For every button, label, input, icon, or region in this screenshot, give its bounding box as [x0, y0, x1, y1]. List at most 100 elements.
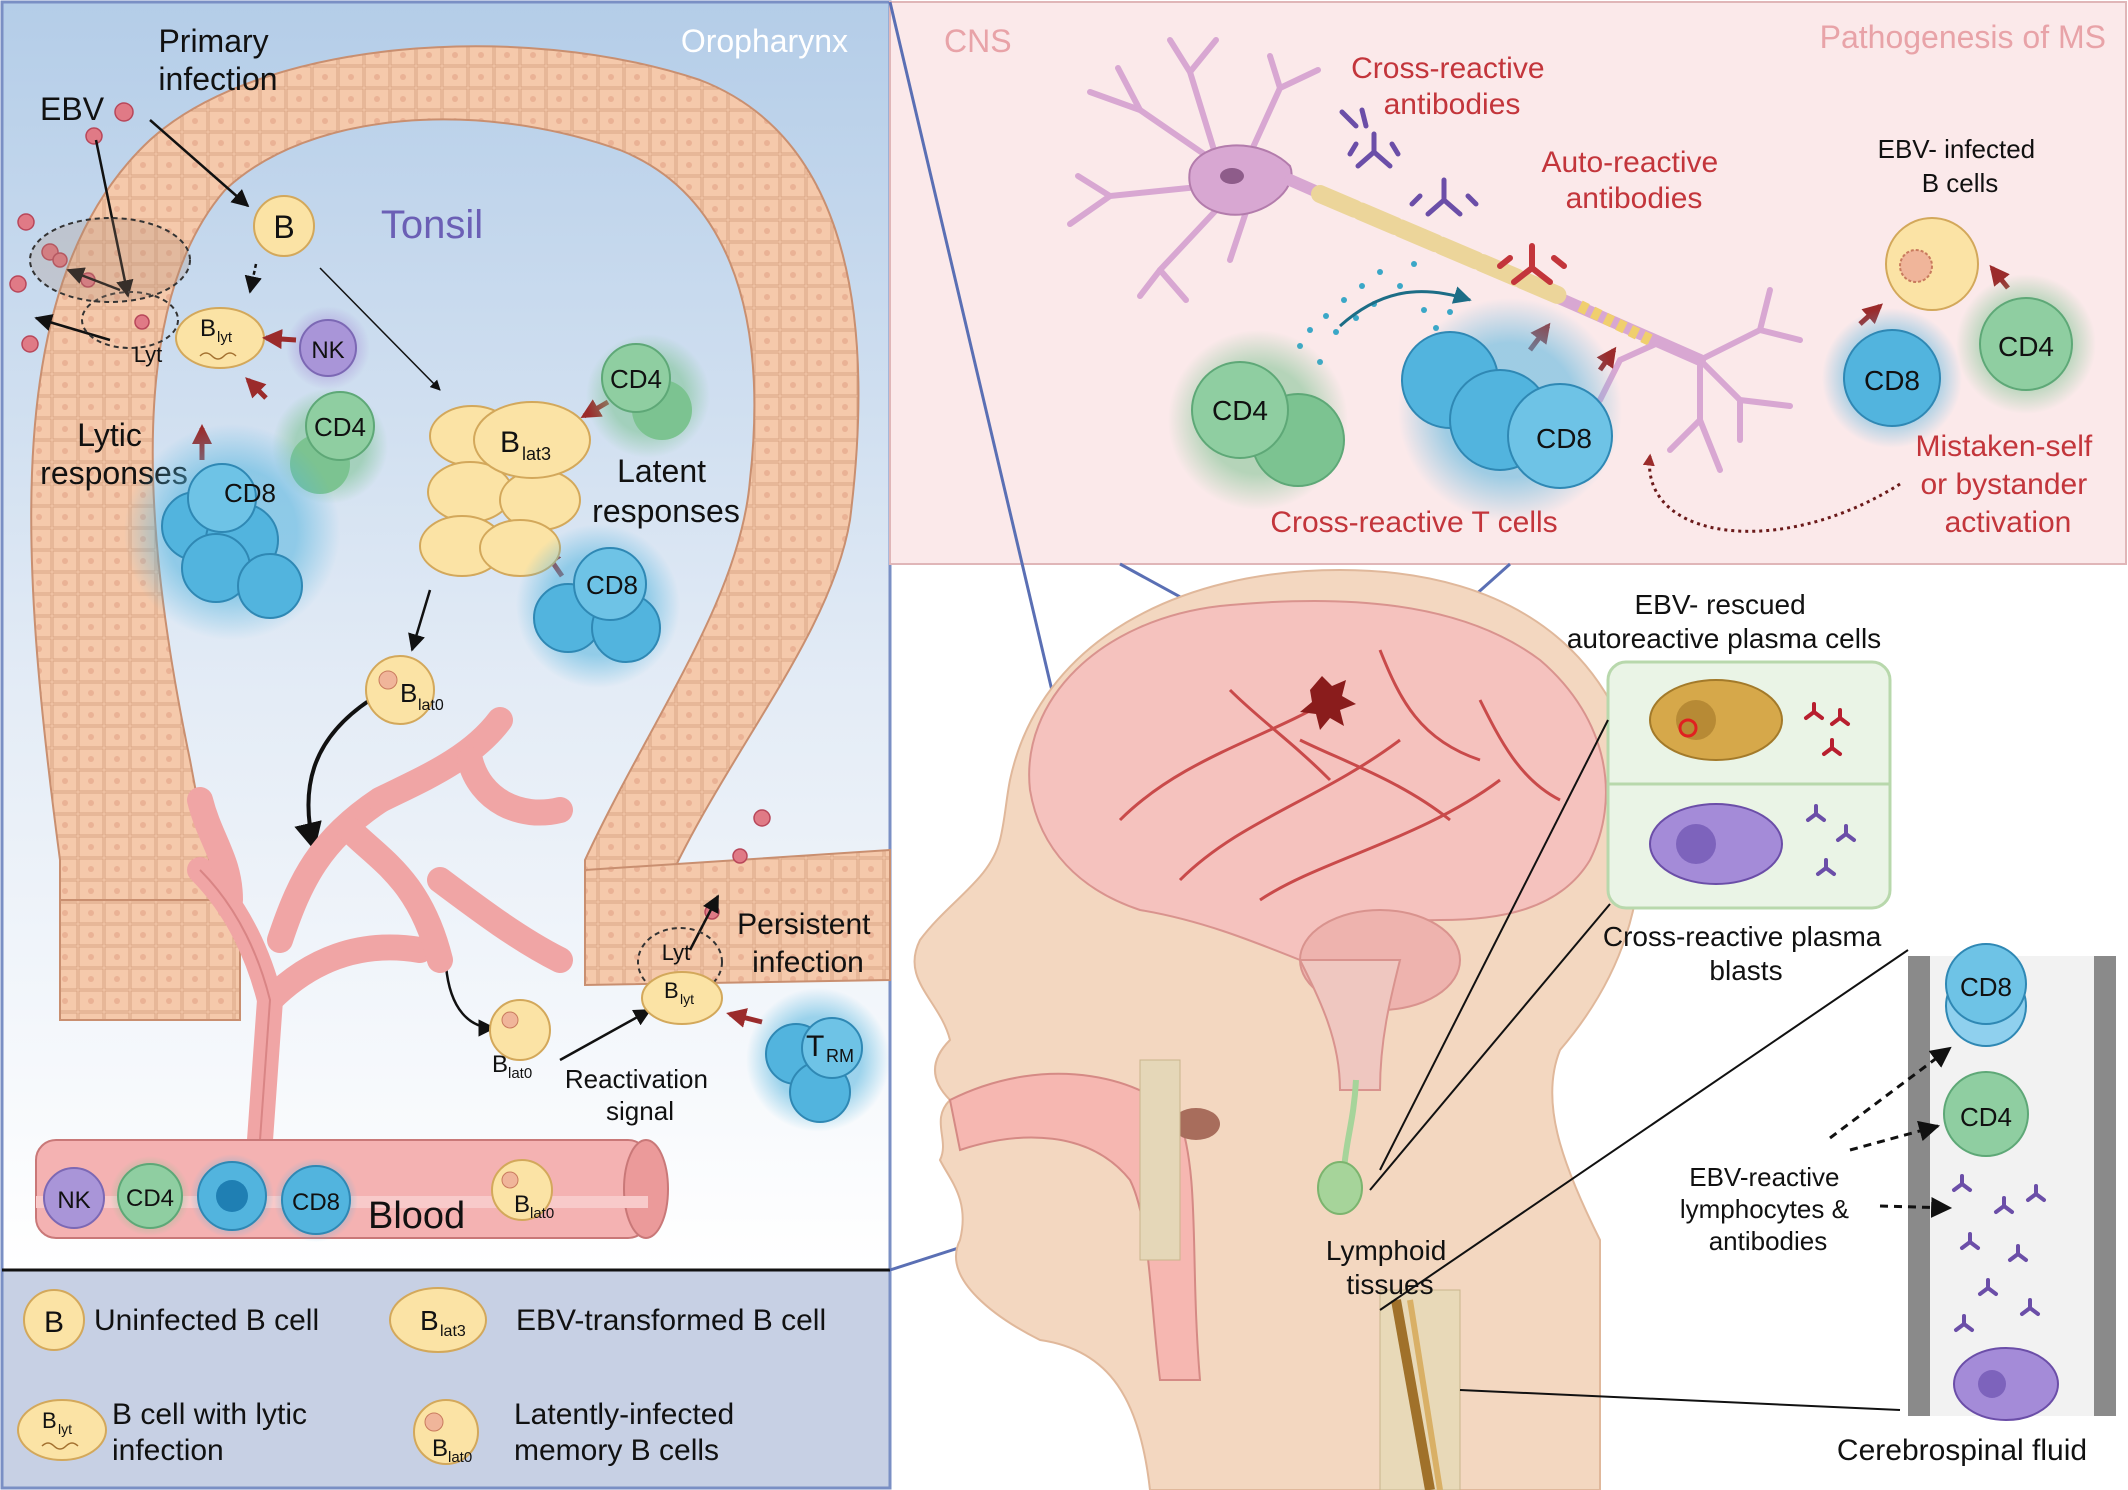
- svg-text:Lyt: Lyt: [662, 940, 691, 965]
- ebv-reactive-label: EBV-reactive lymphocytes & antibodies: [1680, 1162, 1856, 1256]
- lytic-zone: Lyt: [29, 217, 191, 367]
- b-lat3-cluster: [419, 401, 591, 577]
- csf-column: CD8 CD4: [1908, 943, 2116, 1421]
- svg-text:CD8: CD8: [1960, 972, 2012, 1002]
- svg-text:memory B cells: memory B cells: [514, 1434, 719, 1467]
- persistent-infection-zone: Lyt B lyt: [637, 927, 723, 1025]
- svg-text:B: B: [400, 678, 417, 708]
- svg-text:CD4: CD4: [610, 364, 662, 394]
- legend-item-uninfected: B Uninfected B cell: [23, 1289, 319, 1351]
- blood-cells: NK CD4 CD8 B lat0: [43, 1154, 554, 1242]
- connector-lines-head: [1369, 719, 1909, 1411]
- svg-text:lat0: lat0: [418, 697, 444, 714]
- mistaken-self-arrow: [1642, 453, 1901, 533]
- reactivation-signal-label: Reactivation signal: [565, 1064, 715, 1126]
- svg-text:CD4: CD4: [1960, 1102, 2012, 1132]
- b-lyt-cell: B lyt: [175, 307, 265, 369]
- svg-text:B: B: [664, 978, 679, 1003]
- ebv-label: EBV: [40, 91, 105, 127]
- svg-text:B: B: [492, 1051, 508, 1078]
- cytokine-arrow: [1338, 286, 1472, 328]
- cns-panel: CNS Pathogenesis of MS: [889, 1, 2127, 565]
- svg-text:lyt: lyt: [217, 329, 233, 346]
- svg-text:CD8: CD8: [1536, 423, 1592, 454]
- cd8-cluster-cns: CD8: [1398, 298, 1622, 522]
- pathogenesis-title: Pathogenesis of MS: [1820, 19, 2106, 55]
- cross-reactive-antibodies-label: Cross-reactive antibodies: [1351, 52, 1553, 121]
- blood-label: Blood: [368, 1195, 465, 1237]
- brain-lesion: [1300, 676, 1356, 730]
- tonsil-epithelium-right-base: [584, 848, 891, 987]
- svg-text:NK: NK: [57, 1187, 90, 1214]
- brainstem: [1298, 959, 1402, 1091]
- svg-text:T: T: [806, 1030, 824, 1063]
- head-panel: Lymphoid tissues EBV- rescued autoreacti…: [913, 568, 2116, 1490]
- ebv-infected-b-cell: [1885, 217, 1979, 311]
- mistaken-self-label: Mistaken-self or bystander activation: [1915, 430, 2100, 539]
- svg-text:CD4: CD4: [1212, 395, 1268, 426]
- infection-arrows: [34, 119, 720, 1062]
- svg-text:lat3: lat3: [522, 444, 551, 464]
- spine: [1139, 1059, 1461, 1490]
- svg-text:B: B: [42, 1408, 57, 1433]
- svg-text:CD8: CD8: [1864, 365, 1920, 396]
- svg-text:infection: infection: [112, 1434, 224, 1467]
- svg-text:CD8: CD8: [292, 1189, 340, 1216]
- brain-vessels: [1118, 649, 1561, 902]
- csf-label: Cerebrospinal fluid: [1837, 1434, 2087, 1467]
- svg-text:lat0: lat0: [448, 1449, 472, 1466]
- legend-item-latent: B lat0 Latently-infected memory B cells: [413, 1398, 734, 1467]
- ebv-infected-b-cells-label: EBV- infected B cells: [1878, 134, 2043, 198]
- svg-text:B: B: [432, 1435, 448, 1462]
- primary-infection-label: Primary infection: [158, 23, 277, 97]
- auto-reactive-antibodies-label: Auto-reactive antibodies: [1541, 146, 1726, 215]
- b-lat3-label: B lat3: [500, 426, 551, 464]
- trm-cluster: T RM: [746, 988, 890, 1132]
- svg-text:CD4: CD4: [126, 1185, 174, 1212]
- adenoid-tissue: [1172, 1108, 1220, 1140]
- oropharynx-label: Oropharynx: [681, 23, 848, 59]
- svg-text:Uninfected B cell: Uninfected B cell: [94, 1304, 319, 1337]
- cross-reactive-antibodies: [1339, 107, 1479, 217]
- svg-text:lat0: lat0: [530, 1205, 554, 1222]
- svg-text:CD4: CD4: [314, 412, 366, 442]
- cross-reactive-t-cells-label: Cross-reactive T cells: [1270, 506, 1557, 539]
- blood-vessel-branch-outline: [199, 869, 272, 1141]
- legend: B Uninfected B cell B lat3 EBV-transform…: [0, 1268, 892, 1490]
- svg-text:RM: RM: [826, 1046, 854, 1066]
- svg-text:B: B: [514, 1191, 530, 1218]
- tonsil-label: Tonsil: [381, 203, 483, 247]
- svg-text:Latently-infected: Latently-infected: [514, 1398, 734, 1431]
- ebv-rescued-label: EBV- rescued autoreactive plasma cells: [1567, 589, 1881, 654]
- plasma-cell-box: [1606, 660, 1892, 910]
- cd4-cell-cns: CD4: [1168, 330, 1348, 510]
- persistent-infection-label: Persistent infection: [737, 908, 879, 979]
- uninfected-b-cell: B: [253, 195, 315, 257]
- legend-item-transformed: B lat3 EBV-transformed B cell: [389, 1287, 826, 1353]
- airway: [948, 1072, 1202, 1381]
- cd8-cluster-latent: CD8: [516, 524, 680, 688]
- auto-reactive-antibodies: [1497, 243, 1567, 285]
- csf-arrows: [1829, 1046, 1953, 1218]
- svg-text:CD4: CD4: [1998, 331, 2054, 362]
- cd8-cell-mistaken: CD8: [1822, 308, 1962, 448]
- svg-text:lat0: lat0: [508, 1065, 532, 1082]
- svg-text:EBV-transformed B cell: EBV-transformed B cell: [516, 1304, 826, 1337]
- tonsil-epithelium-base: [59, 899, 241, 1021]
- tonsil-epithelium: [30, 45, 860, 1021]
- cd8-cluster-left: CD8: [124, 424, 340, 640]
- svg-text:B: B: [273, 209, 294, 245]
- svg-text:B: B: [44, 1306, 64, 1339]
- svg-text:lyt: lyt: [58, 1421, 72, 1437]
- cd4-cell-latent: CD4: [586, 334, 710, 458]
- svg-text:lyt: lyt: [680, 991, 694, 1007]
- svg-text:CD8: CD8: [586, 570, 638, 600]
- brain: [1028, 599, 1607, 962]
- svg-text:B cell with lytic: B cell with lytic: [112, 1398, 307, 1431]
- left-panel: Oropharynx Tonsil EBV Primary infection: [0, 0, 892, 1272]
- latent-responses-label: Latent responses: [592, 453, 740, 529]
- svg-text:NK: NK: [311, 337, 344, 364]
- svg-text:CD8: CD8: [224, 478, 276, 508]
- svg-text:B: B: [420, 1305, 439, 1336]
